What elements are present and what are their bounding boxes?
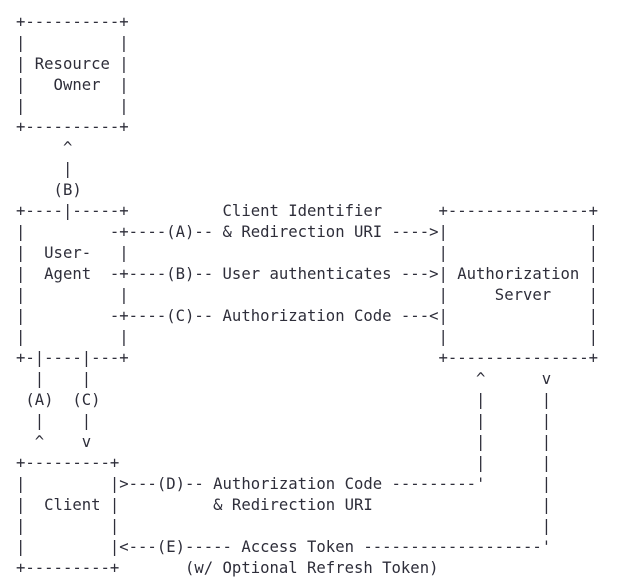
oauth-authorization-code-flow-diagram: +----------+ | | | Resource | | Owner | …	[16, 13, 599, 577]
